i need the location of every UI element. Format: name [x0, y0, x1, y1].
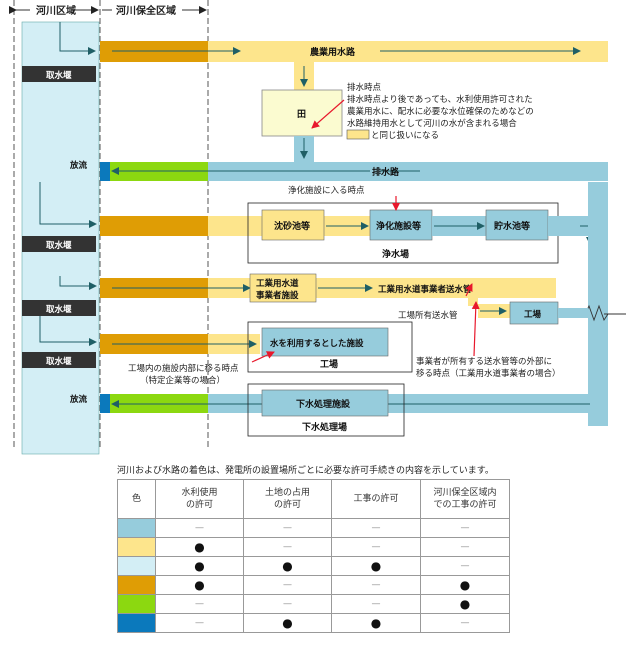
factory-block: 水を利用するとした施設 工場	[39, 308, 413, 373]
factory-small-label: 工場	[524, 309, 542, 320]
required-dot: ●	[243, 613, 332, 633]
legend-color-swatch	[117, 613, 156, 633]
industrial-operator-label-2: 事業者施設	[256, 290, 299, 301]
not-required-dash: —	[331, 518, 421, 538]
not-required-dash: —	[155, 594, 244, 614]
svg-text:水路維持用水として河川の水が含まれる場合: 水路維持用水として河川の水が含まれる場合	[347, 118, 517, 129]
drain-channel: 排水路	[100, 162, 608, 181]
water-plant: 沈砂池等 浄化施設等 貯水池等 浄水場	[39, 182, 598, 264]
operator-pipe-note: 事業者が所有する送水管等の外部に 移る時点（工業用水道事業者の場合）	[416, 356, 561, 379]
purification-label: 浄化施設等	[376, 220, 421, 232]
factory-facility-label: 水を利用するとした施設	[269, 338, 364, 349]
discharge-label-2: 放流	[69, 394, 88, 405]
not-required-dash: —	[420, 556, 510, 576]
discharge-label-1: 放流	[69, 160, 88, 171]
required-dot: ●	[155, 537, 244, 557]
not-required-dash: —	[420, 537, 510, 557]
svg-text:農業用水に、配水に必要な水位確保のためなどの: 農業用水に、配水に必要な水位確保のためなどの	[347, 106, 534, 117]
right-trunk	[588, 182, 608, 426]
legend-color-swatch	[117, 575, 156, 595]
intake-label-3	[22, 300, 96, 316]
water-rights-diagram: 河川区域 河川保全区域 農業用水路 田 排水時点 排水時点より後であっても、水利…	[9, 0, 626, 455]
sedimentation-label: 沈砂池等	[274, 220, 310, 232]
legend-header-construction: 工事の許可	[331, 479, 421, 519]
factory-inside-note: 工場内の施設内部に移る時点 （特定企業等の場合）	[128, 363, 239, 386]
required-dot: ●	[155, 556, 244, 576]
required-dot: ●	[331, 613, 421, 633]
not-required-dash: —	[331, 575, 421, 595]
not-required-dash: —	[243, 575, 332, 595]
svg-text:排水時点: 排水時点	[347, 82, 382, 93]
reservoir-label: 貯水池等	[494, 220, 530, 232]
conservation-zone-label: 河川保全区域	[116, 4, 176, 17]
svg-text:事業者が所有する送水管等の外部に: 事業者が所有する送水管等の外部に	[416, 356, 552, 367]
legend-table: 色 水利使用の許可 土地の占用の許可 工事の許可 河川保全区域内での工事の許可 …	[117, 479, 510, 633]
required-dot: ●	[420, 575, 510, 595]
required-dot: ●	[331, 556, 421, 576]
legend-header-land-occupancy: 土地の占用の許可	[243, 479, 332, 519]
legend-row: ●●●—	[117, 556, 510, 576]
sewage-plant-label: 下水処理場	[302, 421, 347, 433]
svg-text:取水堰: 取水堰	[46, 240, 72, 251]
water-plant-label: 浄水場	[382, 248, 409, 260]
legend-color-swatch	[117, 537, 156, 557]
legend-header-water-use: 水利使用の許可	[155, 479, 244, 519]
legend-color-swatch	[117, 594, 156, 614]
industrial-operator-label-1: 工業用水道	[256, 278, 299, 289]
svg-text:取水堰: 取水堰	[46, 356, 72, 367]
legend-caption: 河川および水路の着色は、発電所の設置場所ごとに必要な許可手続きの内容を示していま…	[117, 466, 494, 476]
not-required-dash: —	[243, 518, 332, 538]
legend-row: ————	[117, 518, 510, 538]
legend-header-row: 色 水利使用の許可 土地の占用の許可 工事の許可 河川保全区域内での工事の許可	[117, 479, 510, 519]
svg-text:工場内の施設内部に移る時点: 工場内の施設内部に移る時点	[128, 363, 239, 374]
not-required-dash: —	[155, 518, 244, 538]
river-zone-label: 河川区域	[36, 4, 76, 17]
not-required-dash: —	[243, 537, 332, 557]
sewage-facility-label: 下水処理施設	[296, 398, 351, 410]
purification-entry-note: 浄化施設に入る時点	[288, 185, 365, 196]
legend-row: ●——●	[117, 575, 510, 595]
legend-color-swatch	[117, 556, 156, 576]
intake-label-2	[22, 236, 96, 252]
svg-text:取水堰: 取水堰	[46, 70, 72, 81]
not-required-dash: —	[155, 613, 244, 633]
agri-channel-label: 農業用水路	[310, 46, 356, 58]
paddy-label: 田	[297, 109, 306, 120]
not-required-dash: —	[243, 594, 332, 614]
legend-row: —●●—	[117, 613, 510, 633]
svg-text:と同じ扱いになる: と同じ扱いになる	[371, 130, 439, 141]
factory-label: 工場	[320, 358, 338, 370]
required-dot: ●	[420, 594, 510, 614]
legend-header-color: 色	[117, 479, 156, 519]
legend-row: ———●	[117, 594, 510, 614]
not-required-dash: —	[420, 613, 510, 633]
legend-color-swatch	[117, 518, 156, 538]
svg-text:（特定企業等の場合）: （特定企業等の場合）	[140, 375, 225, 386]
not-required-dash: —	[420, 518, 510, 538]
legend-header-conservation-zone: 河川保全区域内での工事の許可	[420, 479, 510, 519]
svg-text:取水堰: 取水堰	[46, 304, 72, 315]
not-required-dash: —	[331, 594, 421, 614]
legend-body: ————●———●●●—●——●———●—●●—	[117, 518, 510, 633]
agri-channel: 農業用水路	[100, 41, 608, 62]
industrial-pipe-label: 工業用水道事業者送水管	[378, 284, 472, 295]
industrial-water: 工業用水道 事業者施設 工業用水道事業者送水管 工場	[59, 273, 588, 325]
factory-pipe-note: 工場所有送水管	[398, 310, 458, 321]
not-required-dash: —	[331, 537, 421, 557]
required-dot: ●	[155, 575, 244, 595]
svg-text:排水時点より後であっても、水利使用許可された: 排水時点より後であっても、水利使用許可された	[347, 94, 533, 105]
svg-text:移る時点（工業用水道事業者の場合）: 移る時点（工業用水道事業者の場合）	[416, 368, 561, 379]
legend-row: ●———	[117, 537, 510, 557]
intake-label-1	[22, 66, 96, 82]
required-dot: ●	[243, 556, 332, 576]
drain-point-note: 排水時点 排水時点より後であっても、水利使用許可された 農業用水に、配水に必要な…	[346, 82, 534, 141]
sewage-block: 下水処理施設 下水処理場	[100, 383, 608, 437]
intake-label-4	[22, 352, 96, 368]
drain-channel-label: 排水路	[372, 166, 400, 178]
